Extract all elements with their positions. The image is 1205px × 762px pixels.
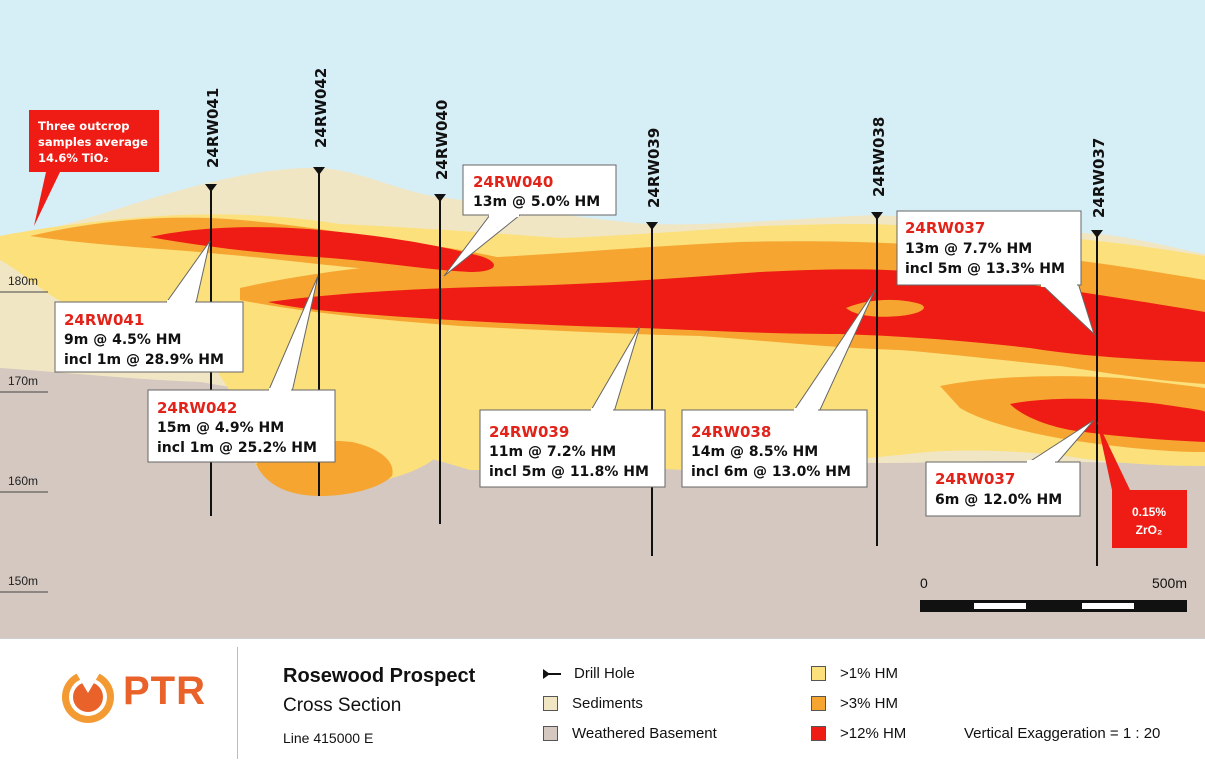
drill-hole-marker-icon bbox=[313, 167, 325, 175]
callout-result-incl: incl 1m @ 25.2% HM bbox=[157, 440, 317, 456]
callout-24RW042: 24RW042 15m @ 4.9% HM incl 1m @ 25.2% HM bbox=[147, 275, 336, 463]
legend-hm-1pct: >1% HM bbox=[811, 665, 898, 682]
callout-24RW040-upper: 24RW040 13m @ 5.0% HM bbox=[443, 164, 617, 277]
logo-text: PTR bbox=[123, 669, 206, 713]
elevation-label-180: 180m bbox=[8, 274, 38, 288]
hm-12pct-zone-main bbox=[268, 269, 1205, 362]
outcrop-callout-line-1: Three outcrop bbox=[38, 119, 130, 133]
callout-result: 13m @ 5.0% HM bbox=[473, 194, 600, 210]
drill-hole-marker-icon bbox=[646, 222, 658, 230]
vertical-exaggeration-label: Vertical Exaggeration = 1 : 20 bbox=[964, 725, 1161, 742]
callout-result: 11m @ 7.2% HM bbox=[489, 444, 616, 460]
map-title: Rosewood Prospect bbox=[283, 665, 476, 687]
hm-12pct-zone-lower-right bbox=[1010, 398, 1205, 442]
callout-hole-id: 24RW037 bbox=[935, 470, 1015, 488]
drill-hole-legend-icon bbox=[543, 669, 561, 679]
legend-label: >3% HM bbox=[840, 695, 898, 712]
section-line-label: Line 415000 E bbox=[283, 730, 374, 746]
callout-hole-id: 24RW039 bbox=[489, 423, 569, 441]
legend-hm-3pct: >3% HM bbox=[811, 695, 898, 712]
callout-hole-id: 24RW038 bbox=[691, 423, 771, 441]
callout-hole-id: 24RW042 bbox=[157, 399, 237, 417]
callout-result: 9m @ 4.5% HM bbox=[64, 332, 181, 348]
drill-hole-24RW039: 24RW039 bbox=[645, 128, 663, 556]
scale-end-label: 500m bbox=[1152, 575, 1187, 591]
scale-start-label: 0 bbox=[920, 575, 928, 591]
legend-label: >1% HM bbox=[840, 665, 898, 682]
zro2-label: ZrO₂ bbox=[1136, 523, 1163, 537]
callout-24RW037-upper: 24RW037 13m @ 7.7% HM incl 5m @ 13.3% HM bbox=[896, 210, 1096, 336]
legend-label: >12% HM bbox=[840, 725, 907, 742]
callout-result-incl: incl 5m @ 11.8% HM bbox=[489, 464, 649, 480]
outcrop-callout-line-3: 14.6% TiO₂ bbox=[38, 151, 109, 165]
drill-hole-marker-icon bbox=[434, 194, 446, 202]
footer: PTR Rosewood Prospect Cross Section Line… bbox=[0, 638, 1205, 762]
callout-result: 15m @ 4.9% HM bbox=[157, 420, 284, 436]
legend-swatch bbox=[811, 726, 826, 741]
legend-label: Weathered Basement bbox=[572, 725, 717, 742]
callout-hole-id: 24RW040 bbox=[473, 173, 553, 191]
drill-hole-label: 24RW042 bbox=[312, 68, 330, 148]
callout-24RW037-lower: 24RW037 6m @ 12.0% HM bbox=[925, 419, 1095, 517]
drill-hole-label: 24RW040 bbox=[433, 100, 451, 180]
outcrop-callout-line-2: samples average bbox=[38, 135, 148, 149]
legend-weathered-basement: Weathered Basement bbox=[543, 725, 717, 742]
scale-bar: 0 500m bbox=[920, 575, 1187, 612]
callout-result: 13m @ 7.7% HM bbox=[905, 241, 1032, 257]
legend-label: Sediments bbox=[572, 695, 643, 712]
drill-hole-label: 24RW038 bbox=[870, 117, 888, 197]
callout-hole-id: 24RW041 bbox=[64, 311, 144, 329]
callout-24RW041: 24RW041 9m @ 4.5% HM incl 1m @ 28.9% HM bbox=[54, 240, 244, 373]
elevation-label-170: 170m bbox=[8, 374, 38, 388]
drill-hole-marker-icon bbox=[1091, 230, 1103, 238]
legend-swatch bbox=[811, 666, 826, 681]
drill-hole-label: 24RW041 bbox=[204, 88, 222, 168]
callout-hole-id: 24RW037 bbox=[905, 219, 985, 237]
drill-hole-marker-icon bbox=[871, 212, 883, 220]
zro2-callout: 0.15% ZrO₂ bbox=[1097, 421, 1187, 548]
legend-sediments: Sediments bbox=[543, 695, 643, 712]
footer-divider bbox=[237, 647, 238, 759]
legend-hm-12pct: >12% HM bbox=[811, 725, 906, 742]
legend-label: Drill Hole bbox=[574, 665, 635, 682]
legend-drill-hole: Drill Hole bbox=[543, 665, 635, 682]
elevation-label-160: 160m bbox=[8, 474, 38, 488]
callout-result-incl: incl 6m @ 13.0% HM bbox=[691, 464, 851, 480]
drill-hole-label: 24RW039 bbox=[645, 128, 663, 208]
callout-24RW039: 24RW039 11m @ 7.2% HM incl 5m @ 11.8% HM bbox=[479, 325, 666, 488]
drill-hole-label: 24RW037 bbox=[1090, 138, 1108, 218]
map-subtitle: Cross Section bbox=[283, 695, 402, 716]
outcrop-callout: Three outcrop samples average 14.6% TiO₂ bbox=[29, 110, 159, 226]
zro2-value: 0.15% bbox=[1132, 505, 1166, 519]
elevation-label-150: 150m bbox=[8, 574, 38, 588]
drill-hole-24RW040: 24RW040 bbox=[433, 100, 451, 524]
callout-result: 6m @ 12.0% HM bbox=[935, 492, 1062, 508]
ptr-logo-icon bbox=[62, 671, 114, 723]
drill-hole-24RW037: 24RW037 bbox=[1090, 138, 1108, 566]
callout-result-incl: incl 5m @ 13.3% HM bbox=[905, 261, 1065, 277]
cross-section: 180m 170m 160m 150m 24RW041 24RW042 24RW… bbox=[0, 0, 1205, 638]
legend-swatch bbox=[811, 696, 826, 711]
elevation-axis: 180m 170m 160m 150m bbox=[0, 274, 48, 593]
legend-swatch bbox=[543, 696, 558, 711]
callout-result: 14m @ 8.5% HM bbox=[691, 444, 818, 460]
drill-hole-24RW038: 24RW038 bbox=[870, 117, 888, 546]
legend-swatch bbox=[543, 726, 558, 741]
drill-hole-marker-icon bbox=[205, 184, 217, 192]
callout-24RW038: 24RW038 14m @ 8.5% HM incl 6m @ 13.0% HM bbox=[681, 289, 876, 488]
callout-result-incl: incl 1m @ 28.9% HM bbox=[64, 352, 224, 368]
hm-12pct-zone-upper bbox=[150, 227, 494, 272]
